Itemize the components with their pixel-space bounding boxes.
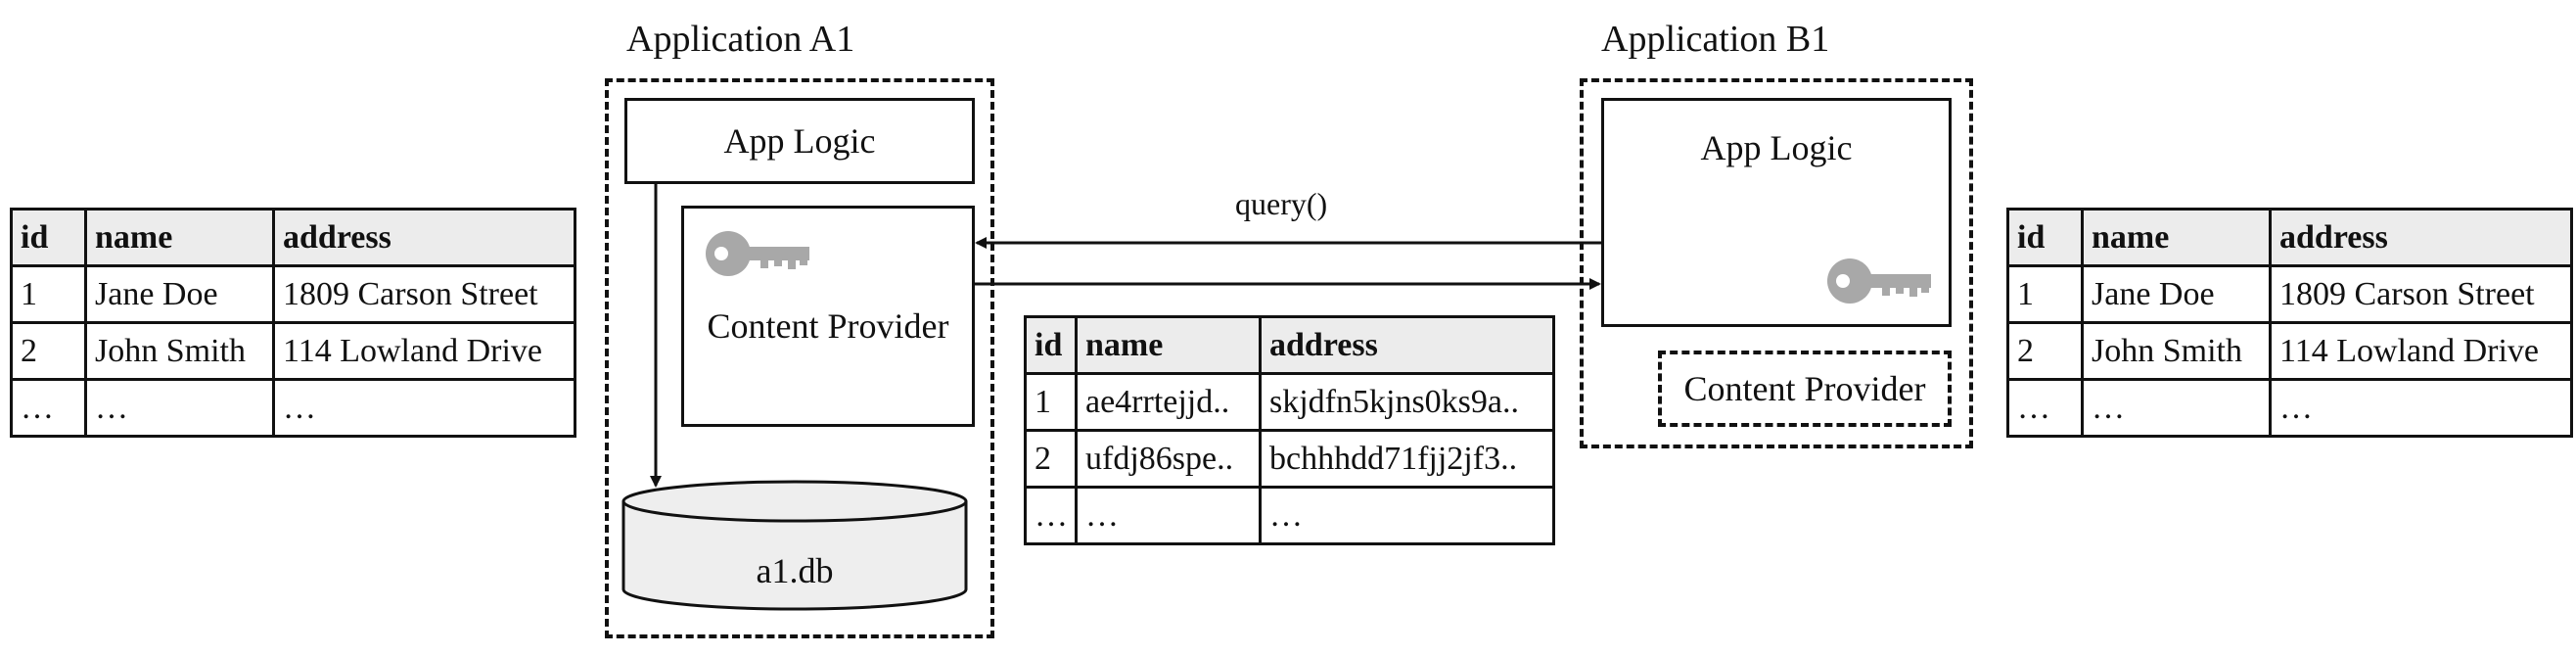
table-row: 2 John Smith 114 Lowland Drive bbox=[10, 321, 576, 381]
app-a-content-provider-box: Content Provider bbox=[681, 206, 975, 427]
table-header: name bbox=[2081, 208, 2272, 267]
table-cell: bchhhdd71fjj2jf3.. bbox=[1259, 429, 1555, 489]
database-icon bbox=[621, 480, 969, 617]
table-row: 2 ufdj86spe.. bchhhdd71fjj2jf3.. bbox=[1024, 429, 1555, 489]
table-cell: ae4rrtejjd.. bbox=[1075, 372, 1262, 432]
table-cell: … bbox=[1075, 486, 1262, 545]
app-b-content-provider-label: Content Provider bbox=[1683, 369, 1926, 408]
table-row: … … … bbox=[2006, 378, 2573, 438]
table-cell: 2 bbox=[10, 321, 87, 381]
table-header: address bbox=[272, 208, 576, 267]
app-a-content-provider-label: Content Provider bbox=[707, 306, 949, 346]
table-cell: John Smith bbox=[84, 321, 275, 381]
table-cell: John Smith bbox=[2081, 321, 2272, 381]
table-cell: … bbox=[2006, 378, 2084, 438]
table-cell: skjdfn5kjns0ks9a.. bbox=[1259, 372, 1555, 432]
table-cell: ufdj86spe.. bbox=[1075, 429, 1262, 489]
table-header: address bbox=[1259, 315, 1555, 375]
app-a-container bbox=[605, 78, 994, 638]
table-cell: 1 bbox=[2006, 264, 2084, 324]
table-header: id bbox=[2006, 208, 2084, 267]
table-header: name bbox=[1075, 315, 1262, 375]
key-icon bbox=[704, 224, 811, 283]
table-cell: Jane Doe bbox=[2081, 264, 2272, 324]
app-a-title: Application A1 bbox=[626, 19, 855, 60]
app-b-logic-label: App Logic bbox=[1700, 128, 1853, 167]
table-row: 1 Jane Doe 1809 Carson Street bbox=[10, 264, 576, 324]
table-cell: … bbox=[2081, 378, 2272, 438]
table-row: 1 ae4rrtejjd.. skjdfn5kjns0ks9a.. bbox=[1024, 372, 1555, 432]
table-cell: … bbox=[1024, 486, 1078, 545]
table-row: 2 John Smith 114 Lowland Drive bbox=[2006, 321, 2573, 381]
app-a-logic-box: App Logic bbox=[624, 98, 975, 184]
table-header: id bbox=[1024, 315, 1078, 375]
table-cell: 2 bbox=[2006, 321, 2084, 381]
table-header: id bbox=[10, 208, 87, 267]
table-cell: … bbox=[1259, 486, 1555, 545]
table-cell: 1 bbox=[10, 264, 87, 324]
table-cell: 1809 Carson Street bbox=[272, 264, 576, 324]
app-b-logic-box: App Logic bbox=[1601, 98, 1952, 327]
table-cell: … bbox=[272, 378, 576, 438]
table-header: address bbox=[2269, 208, 2573, 267]
table-row: … … … bbox=[1024, 486, 1555, 545]
table-cell: 1809 Carson Street bbox=[2269, 264, 2573, 324]
table-cell: 114 Lowland Drive bbox=[2269, 321, 2573, 381]
left-table: id name address 1 Jane Doe 1809 Carson S… bbox=[10, 208, 576, 438]
middle-table: id name address 1 ae4rrtejjd.. skjdfn5kj… bbox=[1024, 315, 1555, 545]
key-icon bbox=[1825, 252, 1933, 310]
right-table: id name address 1 Jane Doe 1809 Carson S… bbox=[2006, 208, 2573, 438]
table-cell: 1 bbox=[1024, 372, 1078, 432]
table-cell: … bbox=[84, 378, 275, 438]
table-cell: Jane Doe bbox=[84, 264, 275, 324]
table-row: … … … bbox=[10, 378, 576, 438]
app-b-container bbox=[1580, 78, 1973, 448]
table-cell: 2 bbox=[1024, 429, 1078, 489]
table-header: name bbox=[84, 208, 275, 267]
app-b-title: Application B1 bbox=[1601, 19, 1830, 60]
query-label: query() bbox=[1235, 186, 1328, 221]
table-cell: … bbox=[2269, 378, 2573, 438]
table-cell: 114 Lowland Drive bbox=[272, 321, 576, 381]
app-a-logic-label: App Logic bbox=[723, 121, 876, 161]
app-b-content-provider-box: Content Provider bbox=[1658, 351, 1952, 427]
database-label: a1.db bbox=[756, 551, 834, 590]
table-cell: … bbox=[10, 378, 87, 438]
table-row: 1 Jane Doe 1809 Carson Street bbox=[2006, 264, 2573, 324]
